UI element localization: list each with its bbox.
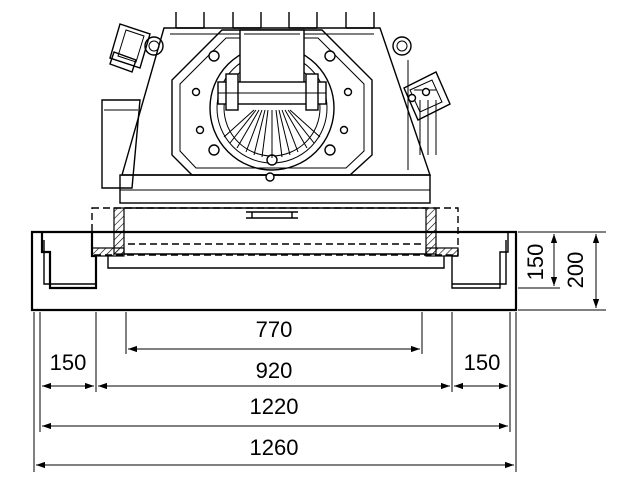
dim-label-920: 920 bbox=[256, 358, 293, 383]
dim-label-770: 770 bbox=[256, 317, 293, 342]
dim-label-200-vertical: 200 bbox=[563, 252, 588, 289]
machine-skirt bbox=[119, 174, 431, 204]
left-drive-motor bbox=[109, 23, 164, 73]
base-structure bbox=[30, 207, 518, 312]
frame-bolts bbox=[191, 50, 353, 156]
dim-label-150-left: 150 bbox=[50, 350, 87, 375]
dim-label-150-right: 150 bbox=[464, 350, 501, 375]
radial-fins bbox=[223, 109, 321, 158]
dim-label-150-vertical: 150 bbox=[523, 244, 548, 281]
left-side-box bbox=[101, 99, 141, 189]
dim-label-1260: 1260 bbox=[250, 435, 299, 460]
top-flanges bbox=[175, 12, 375, 29]
right-drive-motor bbox=[392, 36, 451, 121]
machine-body bbox=[101, 12, 451, 204]
dim-label-1220: 1220 bbox=[250, 394, 299, 419]
dimensions: 770 920 150 150 1220 1260 150 200 bbox=[33, 231, 606, 472]
